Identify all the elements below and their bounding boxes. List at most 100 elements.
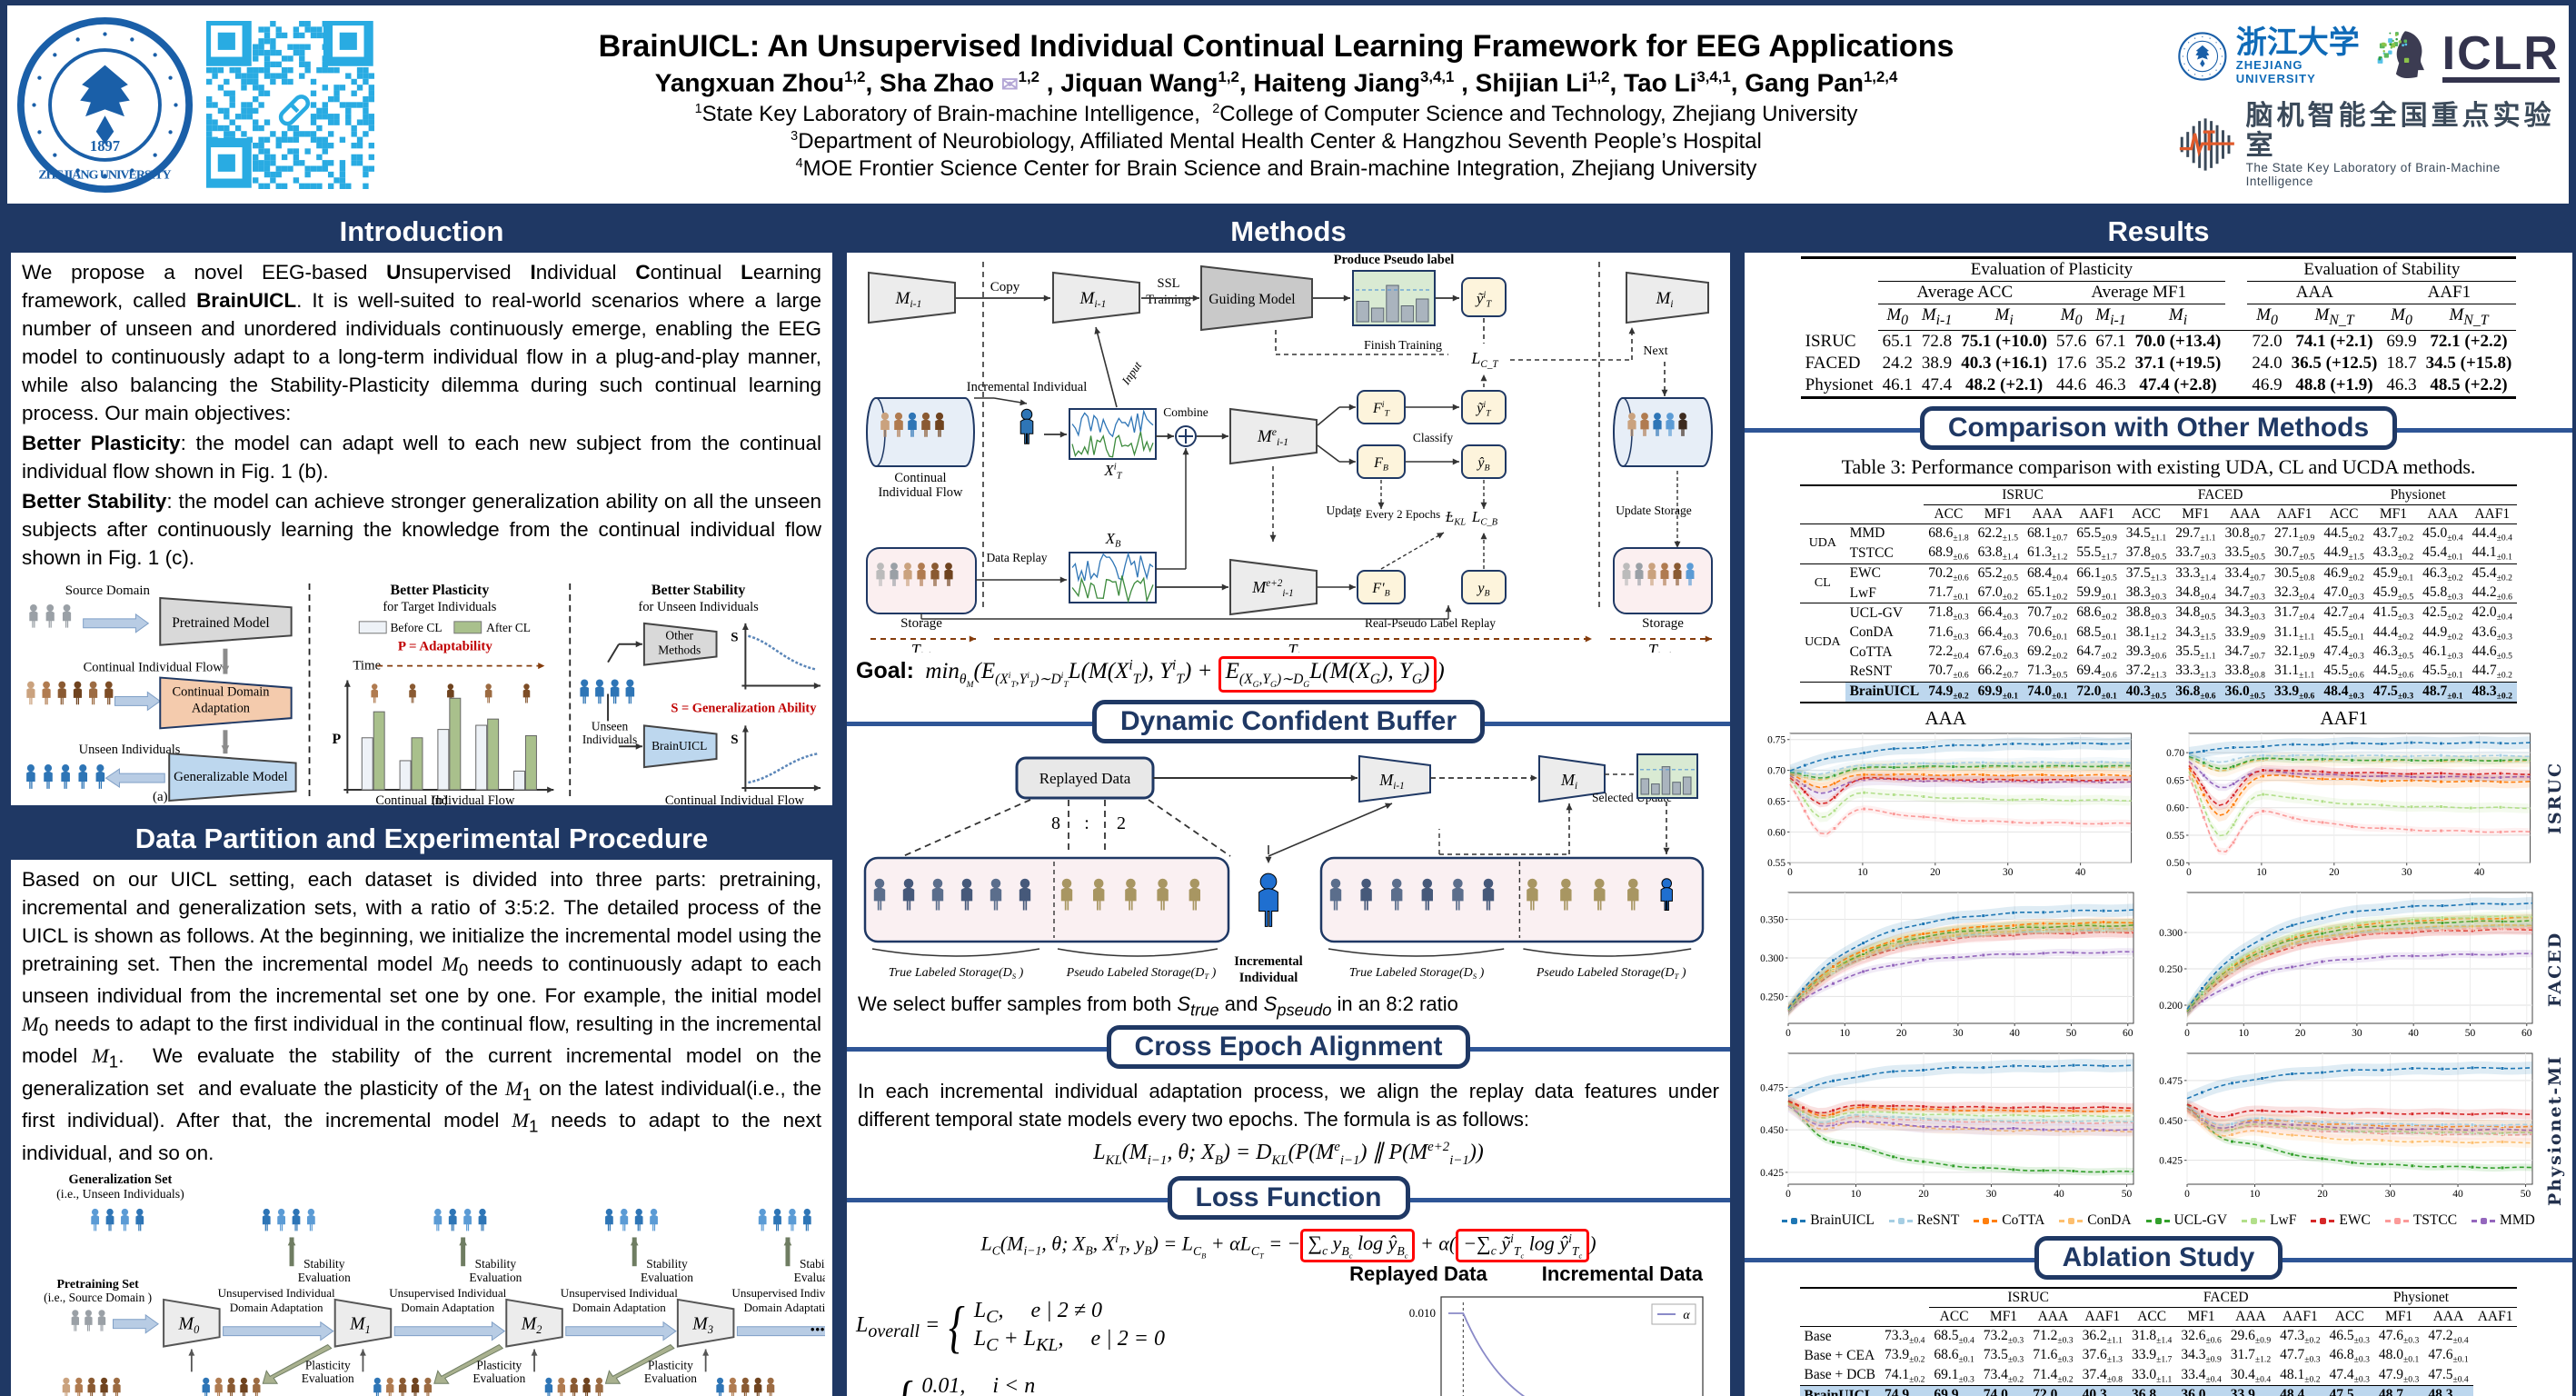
legend-marker-icon — [1888, 1217, 1913, 1224]
plot-title: AAF1 — [2320, 707, 2368, 730]
loss-formula-1: LC(Mi−1, θ; XB, XiT, yB) = LCB + αLCT = … — [850, 1229, 1726, 1263]
svg-text:Evaluation: Evaluation — [469, 1271, 522, 1284]
svg-text:S: S — [731, 733, 738, 747]
svg-text:yB​: yB​ — [1476, 581, 1489, 599]
svg-text:0.60: 0.60 — [2166, 803, 2184, 814]
lab-chinese-name: 脑机智能全国重点实验室 — [2245, 101, 2555, 161]
case-row: 0.01,i < n — [921, 1374, 1036, 1396]
svg-text:Domain Adaptation: Domain Adaptation — [401, 1300, 494, 1313]
alpha-decay-plot: 0.0100.001110α — [1409, 1296, 1704, 1396]
svg-text:0.60: 0.60 — [1767, 827, 1785, 838]
affiliation-1: 1State Key Laboratory of Brain-machine I… — [694, 101, 1858, 126]
svg-text:Methods: Methods — [658, 643, 701, 656]
svg-text:0.300: 0.300 — [1760, 953, 1784, 964]
svg-text:10: 10 — [2256, 867, 2267, 878]
goal-formula: Goal: minθM(E(XiT,YiT)∼DiTL(M(XiT), YiT)… — [847, 653, 1730, 696]
svg-text:Combine: Combine — [1163, 405, 1208, 419]
svg-text:Mi-1​: Mi-1​ — [1378, 771, 1404, 792]
svg-text:Mi​: Mi​ — [1655, 289, 1673, 310]
svg-text:Pseudo Labeled Storage(DT​ ): Pseudo Labeled Storage(DT​ ) — [1536, 966, 1686, 981]
svg-text:Storage: Storage — [900, 616, 942, 631]
legend-marker-icon — [1782, 1217, 1806, 1224]
svg-text:for Unseen Individuals: for Unseen Individuals — [639, 599, 760, 613]
comparison-header: Comparison with Other Methods — [1919, 405, 2398, 450]
svg-text:Source Domain: Source Domain — [65, 583, 151, 597]
svg-text:Next: Next — [1643, 344, 1667, 358]
iclr-logo: ICLR — [2442, 30, 2560, 83]
svg-text:40: 40 — [2009, 1028, 2020, 1039]
svg-text:α: α — [1683, 1309, 1690, 1322]
plot-row-label: Physionet-MI — [2545, 1054, 2565, 1206]
qr-code — [206, 20, 374, 189]
svg-text:0: 0 — [1785, 1028, 1791, 1039]
svg-text:0.65: 0.65 — [1767, 796, 1785, 807]
svg-text:ŷB​: ŷB​ — [1476, 455, 1489, 474]
svg-text:Xi​T​: Xi​T​ — [1103, 462, 1122, 482]
svg-text:Domain Adaptation: Domain Adaptation — [230, 1300, 323, 1313]
legend-marker-icon — [2059, 1217, 2084, 1224]
svg-text:Pretrained Model: Pretrained Model — [172, 614, 270, 630]
legend-marker-icon — [2472, 1217, 2496, 1224]
svg-text:P = Adaptability: P = Adaptability — [398, 639, 492, 653]
svg-text:10: 10 — [1840, 1028, 1851, 1039]
intro-paragraph-1: We propose a novel EEG-based Unsupervise… — [22, 261, 821, 425]
svg-text:Ti​: Ti​ — [1288, 641, 1299, 653]
svg-text:10: 10 — [2238, 1028, 2249, 1039]
svg-text:(i.e., Source Domain ): (i.e., Source Domain ) — [44, 1291, 152, 1304]
left-column: Introduction We propose a novel EEG-base… — [7, 209, 836, 1396]
svg-text:Me​i-1​: Me​i-1​ — [1257, 426, 1288, 448]
svg-text:Evaluation: Evaluation — [298, 1271, 351, 1284]
svg-text:60: 60 — [2521, 1028, 2532, 1039]
introduction-text: We propose a novel EEG-based Unsupervise… — [11, 253, 832, 576]
svg-text:Better Stability: Better Stability — [651, 582, 746, 597]
svg-text:0: 0 — [1787, 867, 1793, 878]
svg-text:1897: 1897 — [90, 137, 120, 155]
legend-item-CoTTA: CoTTA — [1974, 1212, 2044, 1229]
svg-text:50: 50 — [2122, 1189, 2133, 1200]
svg-text:0.250: 0.250 — [2159, 964, 2183, 975]
svg-text:Ti+1​: Ti+1​ — [1648, 641, 1672, 653]
iclr-head-icon — [2378, 31, 2425, 79]
legend-marker-icon — [2242, 1217, 2266, 1224]
svg-text:M2​: M2​ — [521, 1313, 542, 1335]
svg-text:S = Generalization Ability: S = Generalization Ability — [671, 701, 817, 715]
svg-text:Mi-1​: Mi-1​ — [895, 289, 922, 310]
svg-text:Continual: Continual — [894, 471, 946, 485]
svg-text:60: 60 — [2123, 1028, 2133, 1039]
svg-text:10: 10 — [1851, 1189, 1862, 1200]
svg-text:0.65: 0.65 — [2166, 775, 2184, 786]
svg-text:Continual Individual Flow: Continual Individual Flow — [665, 793, 805, 804]
svg-text:Guiding Model: Guiding Model — [1208, 292, 1295, 307]
svg-text:S: S — [731, 630, 738, 644]
svg-text:Generalization Set: Generalization Set — [69, 1172, 173, 1187]
svg-text:0.200: 0.200 — [2159, 1001, 2183, 1012]
replayed-data-label: Replayed Data — [1349, 1262, 1487, 1286]
zju-chinese-name: 浙江大学 — [2235, 25, 2360, 60]
svg-text:M3​: M3​ — [691, 1313, 713, 1335]
svg-text:FB​: FB​ — [1373, 455, 1388, 474]
legend-marker-icon — [2145, 1217, 2170, 1224]
svg-text:0.450: 0.450 — [1760, 1125, 1784, 1136]
svg-text:Stability: Stability — [646, 1257, 688, 1271]
dcb-header: Dynamic Confident Buffer — [1091, 700, 1486, 744]
case-row: LC,e | 2 ≠ 0 — [973, 1298, 1102, 1327]
case-row: LC + LKL,e | 2 = 0 — [973, 1327, 1165, 1356]
affiliation-2: 3Department of Neurobiology, Affiliated … — [791, 128, 1762, 154]
svg-text:0: 0 — [2186, 867, 2192, 878]
svg-text:0.55: 0.55 — [1767, 858, 1785, 869]
svg-text:LC_T​: LC_T​ — [1470, 349, 1498, 370]
svg-text:True Labeled Storage(DS​ ): True Labeled Storage(DS​ ) — [889, 966, 1024, 981]
svg-text:Unseen: Unseen — [592, 719, 629, 733]
svg-text:0.425: 0.425 — [1760, 1168, 1784, 1179]
svg-text:0.475: 0.475 — [1760, 1082, 1784, 1093]
svg-text:P: P — [333, 732, 342, 747]
svg-text:LKL​: LKL​ — [1445, 508, 1466, 528]
poster-columns: Introduction We propose a novel EEG-base… — [7, 209, 2576, 1396]
svg-text:Domain Adaptation: Domain Adaptation — [572, 1300, 666, 1313]
